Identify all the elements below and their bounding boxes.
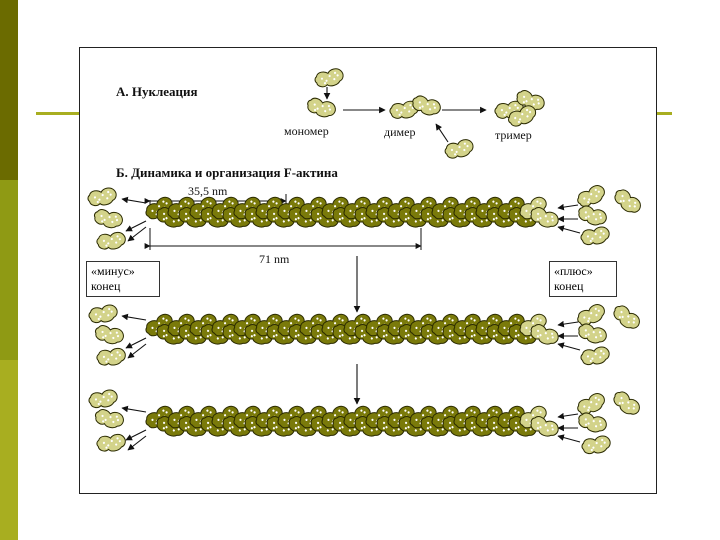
sidebar-band-light [0, 360, 18, 540]
minus-end-line-1: «минус» [91, 264, 135, 278]
dimer-label: димер [384, 125, 416, 139]
plus-end-arrow [557, 412, 579, 420]
minus-end-monomer [96, 347, 126, 366]
plus-end-monomer [578, 205, 607, 226]
minus-end-arrow [125, 220, 147, 232]
dimer-subunit [412, 95, 441, 116]
minus-end-monomer [87, 187, 117, 207]
actin-subunit [530, 324, 559, 345]
plus-end-arrow [557, 342, 581, 351]
plus-end-monomer [580, 346, 610, 366]
minus-end-arrow [127, 435, 147, 451]
actin-subunit [530, 416, 559, 437]
plus-end-monomer [577, 185, 605, 207]
arrow-add-to-dimer [435, 123, 449, 143]
plus-end-arrow [557, 225, 581, 234]
minus-end-box: «минус» конец [86, 261, 160, 297]
minus-end-monomer [88, 389, 118, 409]
measure-35-5nm: 35,5 nm [188, 184, 228, 198]
actin-filament-3 [145, 405, 559, 437]
minus-end-monomer [94, 325, 124, 345]
minus-end-arrow [125, 429, 147, 441]
sidebar-band-mid [0, 180, 18, 360]
dynamics-title: Б. Динамика и организация F-актина [116, 165, 338, 180]
minus-end-monomer [94, 409, 124, 429]
minus-end-arrow [121, 313, 147, 321]
minus-end-monomer [88, 304, 118, 324]
trimer-subunit [508, 105, 537, 127]
plus-end-line-1: «плюс» [554, 264, 593, 278]
plus-end-monomer [577, 304, 605, 326]
sidebar-band-dark [0, 0, 18, 180]
actin-subunit [530, 207, 559, 228]
trimer-label: тример [495, 128, 532, 142]
plus-end-box: «плюс» конец [549, 261, 617, 297]
incoming-monomer [444, 139, 474, 159]
actin-filament-1 [145, 196, 559, 228]
title-rule-right [654, 112, 672, 115]
minus-end-line-2: конец [91, 279, 121, 293]
minus-end-arrow [127, 226, 147, 242]
plus-end-monomer [613, 391, 640, 415]
dimer-subunit [389, 100, 419, 119]
plus-end-monomer [578, 412, 607, 433]
plus-end-monomer [613, 305, 640, 329]
minus-end-arrow [127, 343, 147, 359]
minus-end-monomer [93, 209, 123, 229]
plus-end-arrow [557, 434, 581, 443]
minus-end-monomer [96, 231, 126, 250]
trimer-subunit [516, 90, 545, 111]
plus-end-monomer [580, 226, 610, 246]
monomer [307, 97, 336, 118]
plus-end-line-2: конец [554, 279, 584, 293]
title-rule-left [36, 112, 80, 115]
plus-end-monomer [577, 393, 605, 415]
plus-end-arrow [557, 320, 579, 328]
minus-end-arrow [121, 196, 147, 204]
plus-end-monomer [578, 323, 607, 344]
free-monomer [314, 68, 344, 88]
minus-end-arrow [125, 337, 147, 349]
plus-end-monomer [581, 435, 611, 455]
minus-end-monomer [96, 433, 126, 452]
nucleation-title: А. Нуклеация [116, 84, 198, 99]
plus-end-monomer [614, 189, 641, 213]
monomer-label: мономер [284, 124, 329, 138]
actin-filament-2 [145, 313, 559, 345]
measure-71nm: 71 nm [259, 252, 290, 266]
minus-end-arrow [121, 405, 147, 413]
plus-end-arrow [557, 203, 579, 211]
